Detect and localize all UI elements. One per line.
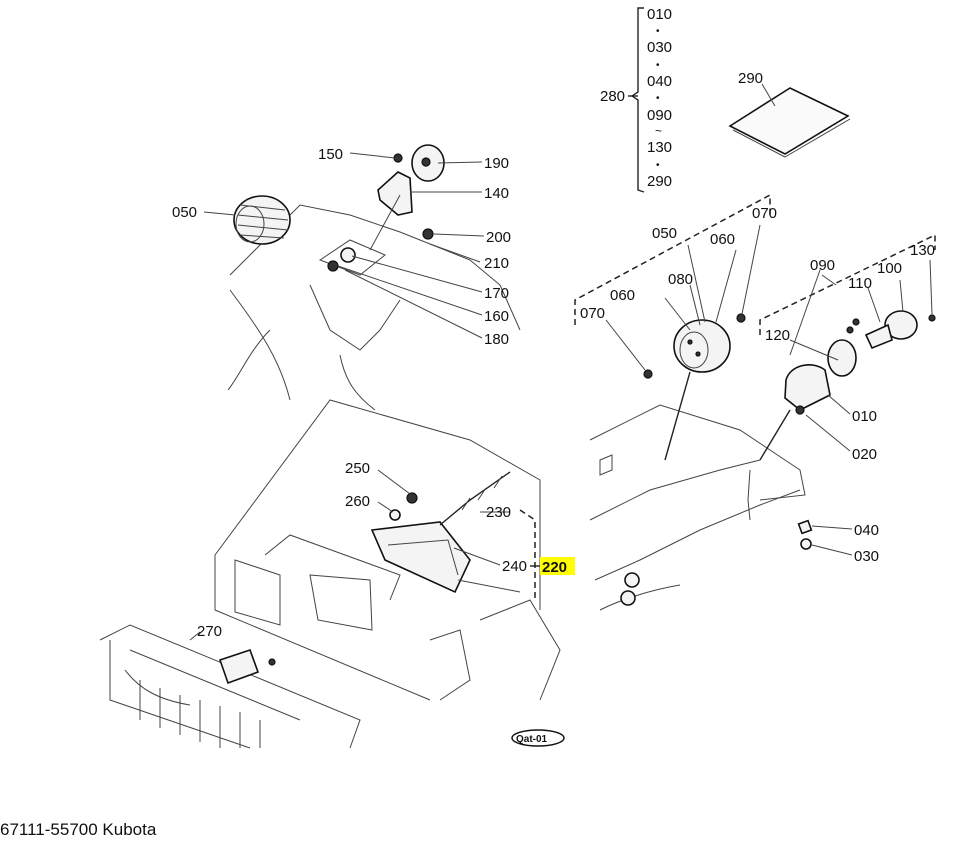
label-070-left: 070 (580, 305, 605, 322)
label-090-list: 090 (647, 107, 672, 124)
label-270: 270 (197, 623, 222, 640)
label-030-list: 030 (647, 39, 672, 56)
upper-left-assembly: 150 190 140 050 200 210 170 160 180 (172, 144, 521, 411)
label-080: 080 (668, 271, 693, 288)
parts-diagram: 010 030 040 090 130 290 • • • ~ • 280 29… (99, 6, 936, 749)
label-280: 280 (600, 88, 625, 105)
label-140: 140 (484, 185, 509, 202)
label-070-top: 070 (752, 205, 777, 222)
label-150: 150 (318, 146, 343, 163)
label-010: 010 (852, 408, 877, 425)
label-180: 180 (484, 331, 509, 348)
label-060-left: 060 (610, 287, 635, 304)
label-160: 160 (484, 308, 509, 325)
label-030: 030 (854, 548, 879, 565)
svg-text:•: • (656, 93, 660, 104)
svg-text:•: • (656, 60, 660, 71)
right-assembly: 050 070 060 080 060 070 090 100 110 130 … (574, 193, 936, 611)
label-090: 090 (810, 257, 835, 274)
label-210: 210 (484, 255, 509, 272)
label-100: 100 (877, 260, 902, 277)
label-220: 220 (542, 559, 567, 576)
label-060-top: 060 (710, 231, 735, 248)
label-020: 020 (852, 446, 877, 463)
highlight-220 (540, 557, 575, 575)
label-120: 120 (765, 327, 790, 344)
label-040-list: 040 (647, 73, 672, 90)
part-caption: 67111-55700 Kubota (0, 820, 157, 839)
label-290-list: 290 (647, 173, 672, 190)
label-230: 230 (486, 504, 511, 521)
label-110: 110 (848, 275, 872, 292)
lower-left-assembly: 250 260 230 240 220 270 Qat-01 (99, 399, 575, 749)
label-040: 040 (854, 522, 879, 539)
label-010-list: 010 (647, 6, 672, 23)
svg-text:~: ~ (655, 124, 662, 138)
part-290-plate: 290 (728, 70, 851, 158)
label-130-list: 130 (647, 139, 672, 156)
diagram-stamp: Qat-01 (516, 734, 548, 745)
label-130: 130 (910, 242, 935, 259)
label-240: 240 (502, 558, 527, 575)
label-260: 260 (345, 493, 370, 510)
label-250: 250 (345, 460, 370, 477)
label-200: 200 (486, 229, 511, 246)
label-170: 170 (484, 285, 509, 302)
label-190: 190 (484, 155, 509, 172)
svg-text:•: • (656, 26, 660, 37)
part-list-bracket: 010 030 040 090 130 290 • • • ~ • 280 (600, 6, 672, 193)
svg-text:•: • (656, 160, 660, 171)
label-290: 290 (738, 70, 763, 87)
label-050-right: 050 (652, 225, 677, 242)
label-050-left: 050 (172, 204, 197, 221)
